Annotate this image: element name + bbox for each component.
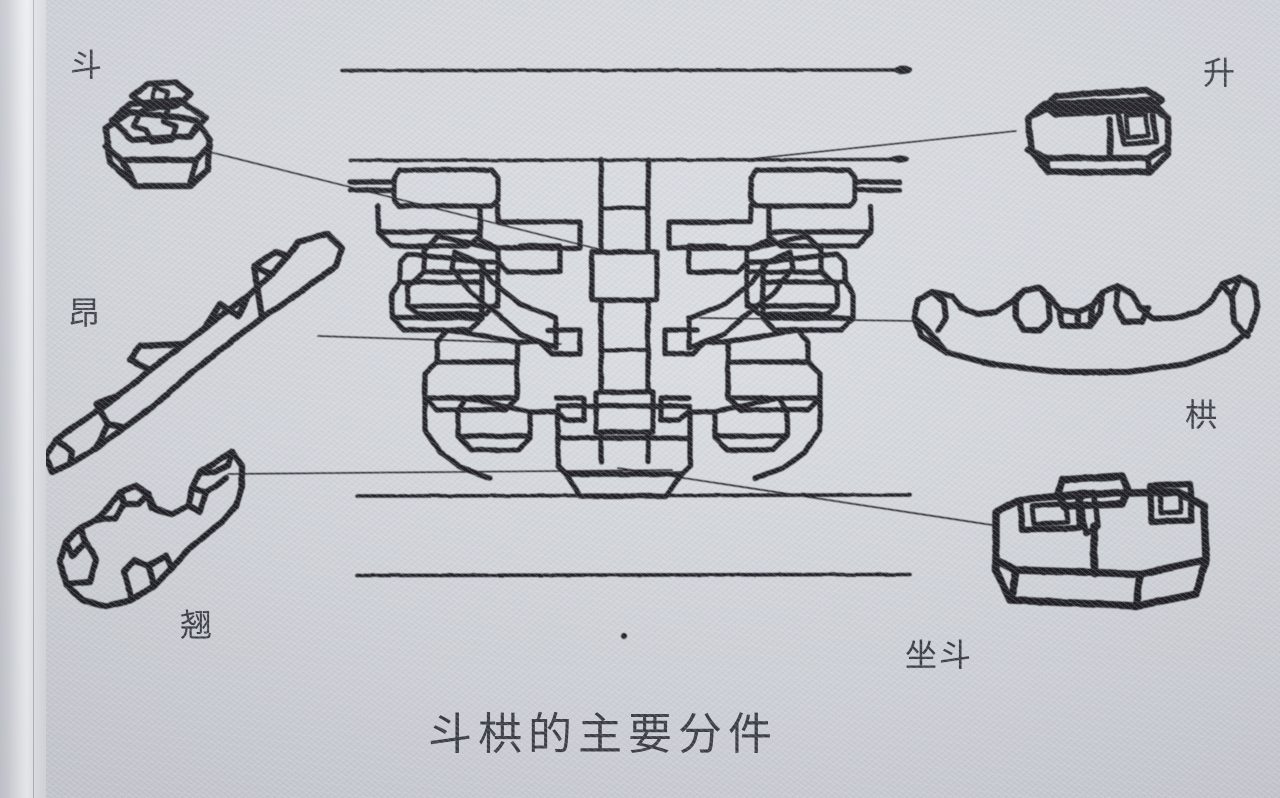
label-gong: 栱: [1185, 396, 1220, 434]
label-dou: 斗: [70, 46, 105, 84]
centerline: [621, 27, 627, 641]
leader-dou: [209, 151, 599, 250]
part-sheng-block: [1024, 86, 1172, 176]
leader-qiao: [227, 469, 673, 475]
dougong-elevation: [347, 157, 903, 499]
part-qiao-arm: [56, 448, 246, 610]
leader-lines: [209, 130, 1017, 526]
leader-gong: [699, 317, 918, 322]
label-ang: 昂: [68, 294, 103, 332]
leader-sheng: [740, 130, 1017, 161]
part-ang-beam: [42, 230, 346, 476]
book-spine-line: [33, 0, 34, 798]
part-gong-arm: [911, 275, 1261, 375]
book-spine-shadow: [0, 0, 46, 798]
leader-ang: [317, 335, 562, 345]
label-sheng: 升: [1203, 54, 1238, 92]
label-zuodou: 坐斗: [905, 636, 974, 674]
figure-caption: 斗栱的主要分件: [428, 709, 778, 760]
part-dou-block: [102, 78, 214, 190]
reference-lines: [340, 66, 912, 578]
leader-zuodou: [617, 467, 993, 526]
label-qiao: 翘: [180, 606, 215, 644]
part-zuodou-block: [992, 472, 1210, 610]
